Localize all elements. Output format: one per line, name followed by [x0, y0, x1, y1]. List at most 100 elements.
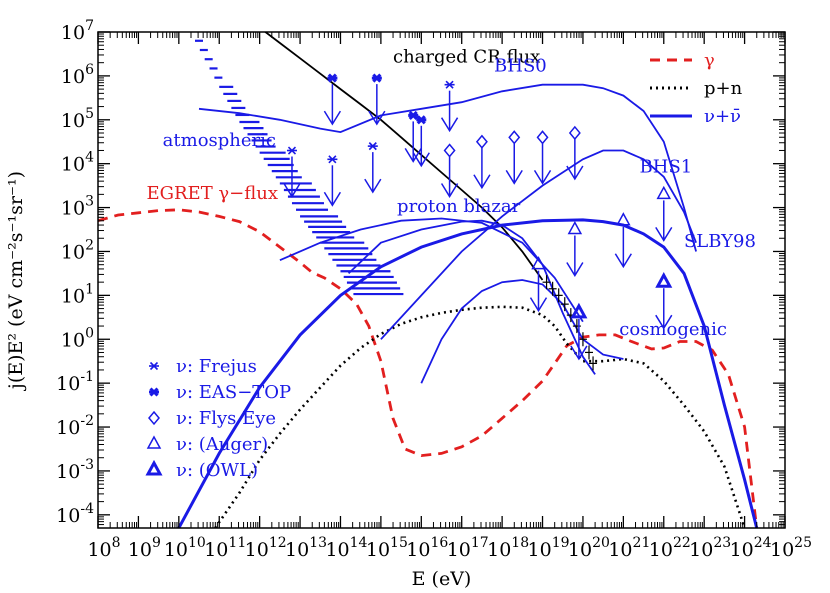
- x-tick-label-exp: 8: [112, 535, 121, 551]
- upper-limit-marker: [445, 80, 454, 89]
- x-tick-label-exp: 13: [309, 535, 327, 551]
- y-tick-label: 10-2: [56, 413, 94, 439]
- limits-legend-label: ν: (OWL): [176, 460, 258, 481]
- x-tick-label-base: 10: [528, 539, 552, 561]
- x-tick-label-base: 10: [447, 539, 471, 561]
- upper-limit-arrowhead: [323, 110, 342, 126]
- x-tick-label: 1018: [487, 535, 529, 561]
- y-tick-label: 106: [61, 62, 94, 88]
- upper-limit-arrowhead: [505, 169, 523, 185]
- x-tick-label-base: 10: [730, 539, 754, 561]
- y-axis-label: j(E)E² (eV cm⁻²s⁻¹sr⁻¹): [5, 171, 27, 391]
- upper-limit-marker: [408, 110, 418, 120]
- upper-limit-arrowhead: [473, 174, 491, 190]
- series-slby98: [177, 218, 759, 528]
- x-tick-label-base: 10: [164, 539, 188, 561]
- limits-legend-marker: [149, 387, 159, 397]
- upper-limit-arrowhead: [566, 165, 584, 181]
- upper-limit-marker: [443, 143, 456, 158]
- annotation-label: BHS1: [640, 156, 693, 177]
- y-tick-label-exp: 5: [85, 106, 94, 122]
- upper-limit-arrowhead: [570, 345, 588, 361]
- y-tick-label: 105: [61, 106, 94, 132]
- x-tick-label: 1025: [770, 535, 812, 561]
- upper-limit-arrowhead: [440, 183, 459, 198]
- upper-limit-marker: [287, 146, 297, 155]
- x-axis-label: E (eV): [412, 568, 472, 590]
- x-tick-label-exp: 20: [592, 535, 610, 551]
- limits-legend-label: ν: Frejus: [176, 356, 257, 377]
- x-tick-label-exp: 14: [350, 535, 368, 551]
- x-tick-label-exp: 16: [430, 535, 448, 551]
- x-tick-label: 108: [87, 535, 120, 561]
- annotation-label: EGRET γ−flux: [146, 183, 278, 204]
- upper-limit-arrowhead: [655, 314, 673, 330]
- y-tick-label: 101: [61, 281, 94, 307]
- x-tick-label-base: 10: [487, 539, 511, 561]
- upper-limit-arrowhead: [533, 169, 552, 185]
- upper-limit-arrowhead: [404, 148, 422, 163]
- x-tick-label-base: 10: [285, 539, 309, 561]
- plot-area: [98, 32, 759, 528]
- x-tick-label-base: 10: [406, 539, 430, 561]
- upper-limit-arrowhead: [368, 110, 386, 126]
- x-tick-label: 1012: [245, 535, 287, 561]
- x-tick-label-exp: 23: [713, 535, 731, 551]
- upper-limit-marker: [567, 220, 583, 235]
- annotation-label: proton blazar: [397, 196, 521, 217]
- x-tick-label-exp: 15: [390, 535, 408, 551]
- upper-limit-arrowhead: [412, 152, 430, 168]
- x-tick-label-base: 10: [325, 539, 349, 561]
- upper-limit-arrowhead: [283, 183, 301, 198]
- series-proton-blazar: [347, 219, 596, 375]
- series-bhs1: [380, 149, 697, 340]
- upper-limit-arrowhead: [529, 297, 548, 313]
- y-tick-label-base: 10: [56, 505, 80, 527]
- limits-legend-label: ν: Flys Eye: [176, 408, 276, 429]
- limits-legend-marker: [148, 410, 160, 426]
- y-tick-label: 102: [61, 237, 94, 263]
- limits-legend-marker: [145, 459, 163, 476]
- y-tick-label-exp: 2: [85, 237, 94, 253]
- x-tick-label-exp: 11: [228, 535, 246, 551]
- y-tick-label-exp: 0: [85, 325, 94, 341]
- y-tick-label-base: 10: [56, 461, 80, 483]
- upper-limit-marker: [570, 302, 588, 319]
- x-tick-label-base: 10: [128, 539, 152, 561]
- y-tick-label-exp: -1: [80, 369, 94, 385]
- x-tick-label-exp: 22: [673, 535, 691, 551]
- x-tick-label: 1023: [689, 535, 731, 561]
- series-blue-extra-1: [279, 217, 584, 323]
- annotation-label: charged CR flux: [393, 47, 540, 68]
- y-tick-label-base: 10: [61, 198, 85, 220]
- y-tick-label-base: 10: [61, 285, 85, 307]
- upper-limit-marker: [508, 130, 521, 145]
- annotation-label: BHS0: [494, 56, 547, 77]
- x-tick-label: 1020: [568, 535, 610, 561]
- limits-legend-label: ν: EAS−TOP: [176, 382, 291, 403]
- x-tick-label: 1021: [608, 535, 650, 561]
- y-tick-label: 103: [61, 194, 94, 220]
- y-tick-label-exp: 3: [85, 194, 94, 210]
- y-tick-label-exp: 7: [85, 18, 94, 34]
- y-tick-label-exp: 6: [85, 62, 94, 78]
- x-tick-label-exp: 18: [511, 535, 529, 551]
- x-tick-label-base: 10: [770, 539, 794, 561]
- upper-limit-arrowhead: [440, 117, 459, 133]
- y-tick-label-exp: -3: [80, 457, 94, 473]
- x-tick-label: 1016: [406, 535, 448, 561]
- x-tick-label: 1022: [649, 535, 691, 561]
- legend-label: γ: [704, 50, 715, 71]
- y-tick-label-base: 10: [56, 373, 80, 395]
- upper-limit-marker: [616, 212, 631, 226]
- x-tick-label: 1019: [528, 535, 570, 561]
- upper-limit-marker: [327, 73, 337, 83]
- x-tick-label-exp: 25: [794, 535, 812, 551]
- annotation-label: SLBY98: [684, 231, 756, 252]
- upper-limit-marker: [328, 155, 337, 164]
- y-tick-label-base: 10: [61, 66, 85, 88]
- y-tick-label: 10-3: [56, 457, 94, 483]
- x-tick-label-base: 10: [608, 539, 632, 561]
- upper-limit-marker: [531, 256, 546, 270]
